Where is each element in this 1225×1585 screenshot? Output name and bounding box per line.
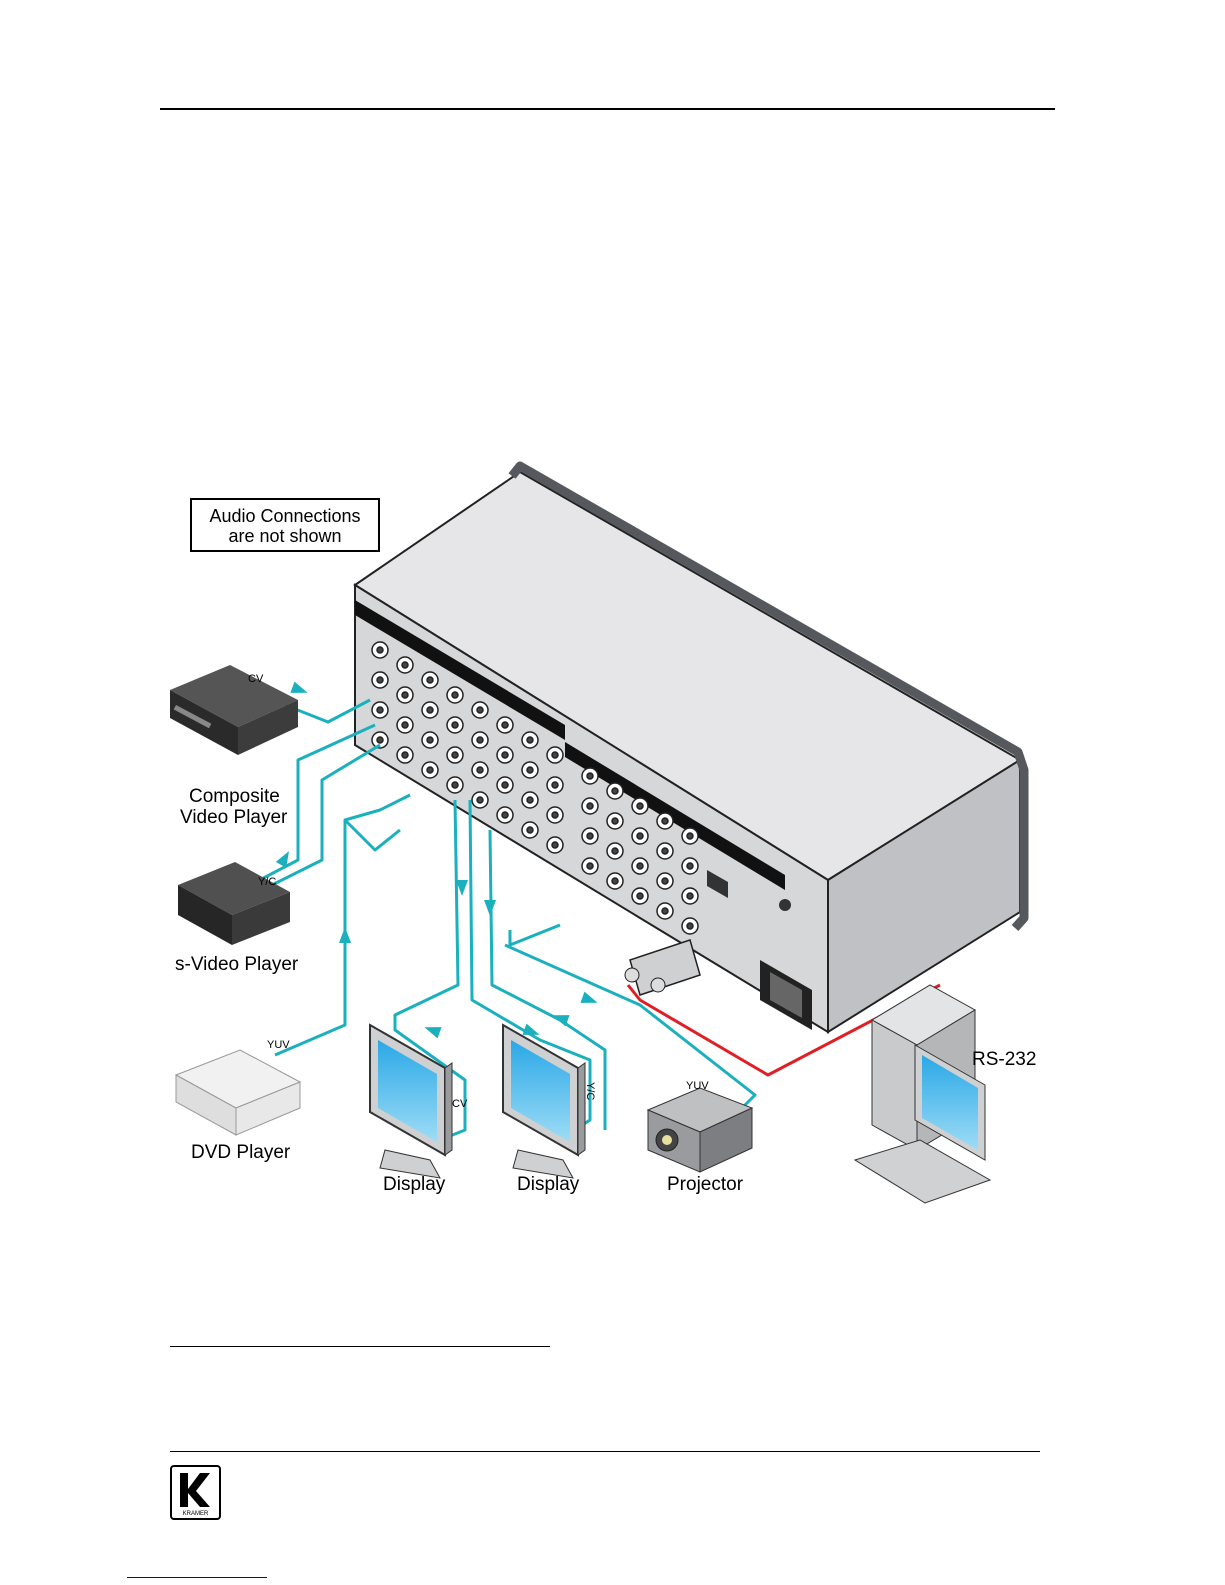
pc-computer: [855, 985, 990, 1203]
display1-label: Display: [383, 1174, 445, 1196]
projector: [648, 1088, 752, 1172]
bnc-connector-pin: [612, 818, 618, 824]
svideo-signal-label: Y/C: [258, 876, 276, 888]
audio-note-line1: Audio Connections: [192, 506, 378, 526]
display-monitor-1: [370, 1025, 452, 1178]
kramer-logo: KRAMER: [170, 1465, 221, 1520]
footer-rule: [170, 1451, 1040, 1452]
bnc-connector-pin: [662, 848, 668, 854]
projector-signal-label: YUV: [686, 1080, 709, 1092]
kramer-logo-text: KRAMER: [183, 1511, 209, 1517]
bnc-connector-pin: [527, 797, 533, 803]
bnc-connector-pin: [452, 722, 458, 728]
bnc-connector-pin: [587, 773, 593, 779]
bottom-link-underline[interactable]: [127, 1577, 267, 1578]
display2-signal-label: Y/C: [584, 1082, 596, 1100]
bnc-connector-pin: [552, 752, 558, 758]
bnc-connector-pin: [377, 647, 383, 653]
composite-signal-label: CV: [248, 673, 263, 685]
bnc-connector-pin: [502, 752, 508, 758]
bnc-connector-pin: [502, 812, 508, 818]
bnc-connector-pin: [687, 893, 693, 899]
display2-label: Display: [517, 1174, 579, 1196]
composite-player-label-2: Video Player: [180, 807, 287, 829]
signal-arrow: [422, 1022, 441, 1039]
bnc-connector-pin: [477, 767, 483, 773]
dvd-player: [176, 1050, 300, 1135]
bnc-connector-pin: [477, 737, 483, 743]
footnote-rule: [170, 1346, 550, 1347]
rs232-connector: [625, 940, 700, 995]
bnc-connector-pin: [662, 908, 668, 914]
bnc-connector-pin: [552, 842, 558, 848]
bnc-connector-pin: [587, 803, 593, 809]
bnc-connector-pin: [527, 827, 533, 833]
dvd-cable-2: [345, 820, 400, 850]
bnc-connector-pin: [637, 803, 643, 809]
signal-arrow: [580, 992, 599, 1009]
bnc-connector-pin: [587, 833, 593, 839]
bnc-connector-pin: [662, 818, 668, 824]
bnc-connector-pin: [527, 737, 533, 743]
bnc-connector-pin: [662, 878, 668, 884]
bnc-connector-pin: [452, 782, 458, 788]
bnc-connector-pin: [502, 722, 508, 728]
bnc-connector-pin: [377, 737, 383, 743]
bnc-connector-pin: [427, 707, 433, 713]
composite-player-label-1: Composite: [189, 786, 280, 808]
bnc-connector-pin: [637, 833, 643, 839]
bnc-connector-pin: [452, 692, 458, 698]
bnc-connector-pin: [427, 737, 433, 743]
bnc-connector-pin: [402, 692, 408, 698]
bnc-connector-pin: [427, 677, 433, 683]
bnc-connector-pin: [377, 677, 383, 683]
bnc-connector-pin: [552, 782, 558, 788]
bnc-connector-pin: [477, 707, 483, 713]
bnc-connector-pin: [552, 812, 558, 818]
display-monitor-2: [503, 1025, 585, 1178]
bnc-connector-pin: [687, 833, 693, 839]
bnc-connector-pin: [452, 752, 458, 758]
signal-arrow: [484, 900, 496, 916]
bnc-connector-pin: [402, 662, 408, 668]
signal-arrow: [339, 927, 351, 943]
dvd-signal-label: YUV: [267, 1039, 290, 1051]
bnc-connector-pin: [402, 722, 408, 728]
bnc-connector-pin: [402, 752, 408, 758]
dvd-cable: [275, 795, 410, 1055]
bnc-connector-pin: [477, 797, 483, 803]
bnc-connector-pin: [377, 707, 383, 713]
dvd-player-label: DVD Player: [191, 1142, 290, 1164]
bnc-connector-pin: [687, 923, 693, 929]
projector-label: Projector: [667, 1174, 743, 1196]
display1-signal-label: CV: [452, 1098, 467, 1110]
composite-video-player: [170, 665, 298, 755]
kramer-k-icon: KRAMER: [172, 1467, 219, 1518]
bnc-connector-pin: [637, 863, 643, 869]
bnc-connector-pin: [612, 878, 618, 884]
bnc-connector-pin: [687, 863, 693, 869]
rs232-label: RS-232: [972, 1049, 1036, 1071]
bnc-connector-pin: [527, 767, 533, 773]
bnc-connector-pin: [612, 788, 618, 794]
bnc-connector-pin: [502, 782, 508, 788]
audio-note-line2: are not shown: [192, 526, 378, 546]
bnc-connector-pin: [637, 893, 643, 899]
svideo-player-label: s-Video Player: [175, 954, 298, 976]
bnc-connector-pin: [427, 767, 433, 773]
bnc-connector-pin: [612, 848, 618, 854]
audio-note-box: Audio Connections are not shown: [190, 498, 380, 552]
bnc-connector-pin: [587, 863, 593, 869]
signal-arrow: [290, 682, 309, 699]
